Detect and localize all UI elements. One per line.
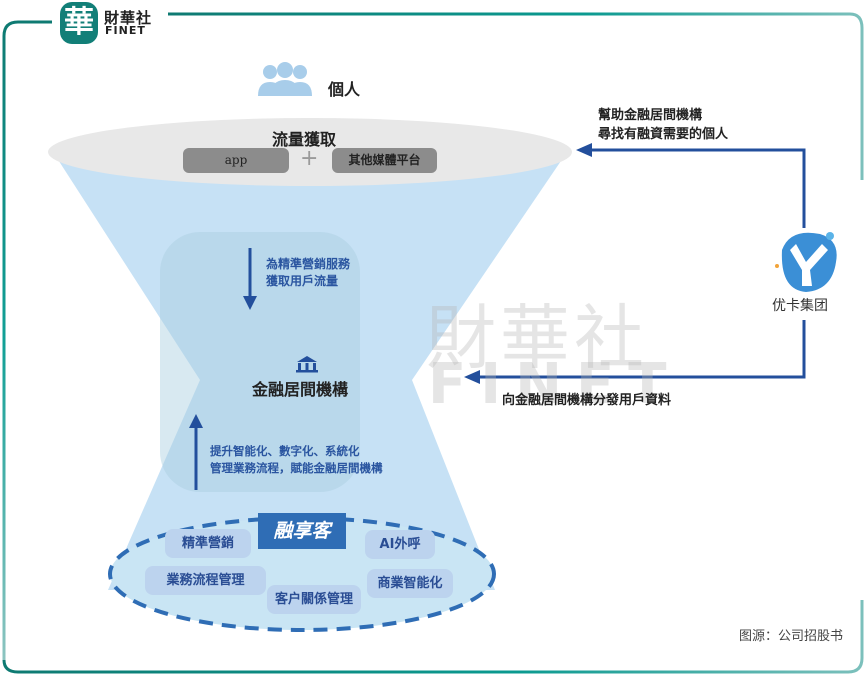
top-right-connector xyxy=(590,148,806,228)
frame-top-left xyxy=(2,20,52,660)
feature-precision-marketing: 精準營銷 xyxy=(165,529,251,558)
top-right-text-line-2: 尋找有融資需要的個人 xyxy=(598,127,729,142)
down-arrow-text-line-2: 獲取用戶流量 xyxy=(266,274,339,288)
down-arrow-text-line-1: 為精準營銷服務 xyxy=(266,257,351,271)
frame-bottom xyxy=(2,600,864,674)
feature-business-intelligence: 商業智能化 xyxy=(367,569,453,598)
top-right-text: 幫助金融居間機構 尋找有融資需要的個人 xyxy=(598,106,728,144)
traffic-ellipse xyxy=(48,118,572,186)
individuals-label: 個人 xyxy=(328,80,361,99)
up-arrow-text-line-2: 管理業務流程，賦能金融居間機構 xyxy=(210,461,383,475)
top-right-text-line-1: 幫助金融居間機構 xyxy=(598,108,703,123)
channel-other-media: 其他媒體平台 xyxy=(332,148,437,173)
bottom-right-connector xyxy=(478,320,806,379)
institution-label: 金融居間機構 xyxy=(252,380,349,399)
traffic-title: 流量獲取 xyxy=(272,130,337,149)
funnel-upper xyxy=(55,155,565,380)
up-arrow-head xyxy=(189,414,203,428)
feature-process-management: 業務流程管理 xyxy=(145,566,266,595)
watermark-logo-shape xyxy=(160,232,360,492)
down-arrow-text: 為精準營銷服務 獲取用戶流量 xyxy=(266,256,350,290)
plus-sign: + xyxy=(300,146,319,171)
feature-ai-outbound-call: AI外呼 xyxy=(365,530,435,559)
bank-icon xyxy=(296,356,318,373)
channel-app: app xyxy=(183,148,289,173)
feature-crm: 客户關係管理 xyxy=(267,585,361,614)
down-arrow-head xyxy=(243,296,257,310)
up-arrow-text: 提升智能化、數字化、系統化 管理業務流程，賦能金融居間機構 xyxy=(210,443,383,477)
youka-logo-icon xyxy=(775,232,837,292)
bottom-right-arrow-head xyxy=(464,370,480,384)
frame-top-right xyxy=(168,12,864,180)
finet-logo-icon: 華 xyxy=(60,2,98,44)
people-icon xyxy=(258,62,312,96)
up-arrow-text-line-1: 提升智能化、數字化、系統化 xyxy=(210,444,360,458)
watermark-en: FINET xyxy=(428,352,681,417)
top-right-arrow-head xyxy=(576,143,592,157)
bottom-right-text: 向金融居間機構分發用戶資料 xyxy=(502,393,672,408)
logo-name-cn: 財華社 xyxy=(104,9,153,27)
product-name: 融享客 xyxy=(258,513,346,549)
logo-name-en: FINET xyxy=(105,24,146,37)
watermark-cn: 財華社 xyxy=(426,297,648,379)
source-note: 图源：公司招股书 xyxy=(738,629,843,644)
company-name: 优卡集团 xyxy=(772,298,828,314)
